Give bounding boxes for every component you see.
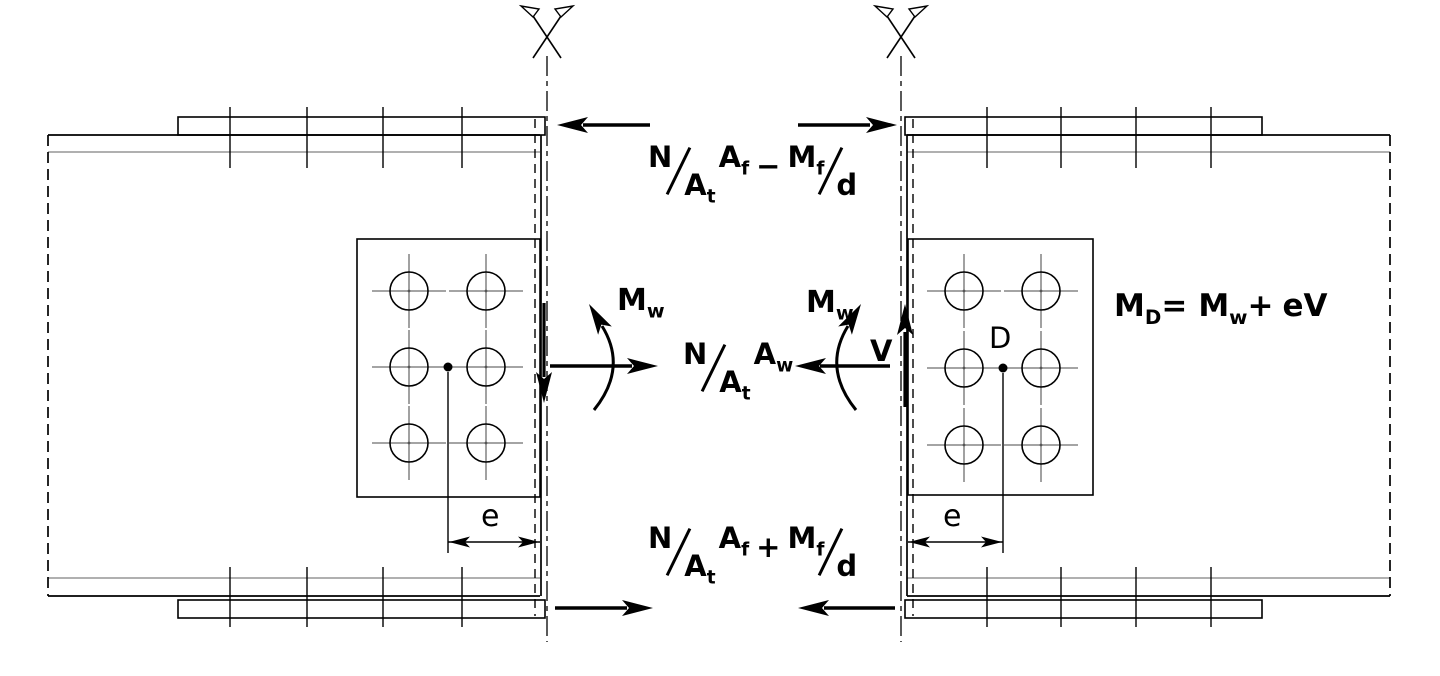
shear-label: V bbox=[870, 334, 893, 368]
denominator: At bbox=[684, 548, 716, 588]
dimension-e-left bbox=[447, 372, 540, 553]
web-force-arrows bbox=[550, 358, 890, 374]
rhs-term-1: Mw+ bbox=[1198, 288, 1274, 329]
bolt-group-left bbox=[371, 253, 524, 481]
moment-arc-right bbox=[835, 299, 868, 411]
numerator: N bbox=[683, 336, 708, 371]
section-break-icon bbox=[518, 4, 576, 59]
eccentricity-label-left: e bbox=[481, 499, 500, 534]
flange-splice-plates bbox=[177, 116, 1263, 619]
rhs-term-2: eV bbox=[1282, 288, 1328, 324]
numerator: N bbox=[648, 139, 673, 174]
centroid-dot-right bbox=[998, 363, 1008, 373]
denominator: At bbox=[684, 167, 716, 207]
flange-top-formula: N At Af − Mf d bbox=[648, 139, 858, 207]
denominator-2: d bbox=[836, 167, 858, 202]
factor: Af bbox=[718, 139, 750, 179]
lhs: MD= bbox=[1114, 288, 1188, 329]
left-centerline bbox=[518, 4, 576, 642]
numerator: N bbox=[648, 520, 673, 555]
moment-label-right: Mw bbox=[806, 285, 854, 325]
centroid-dot-left bbox=[443, 362, 453, 372]
dimension-e-right bbox=[908, 373, 1004, 553]
operator: + bbox=[756, 529, 781, 564]
denominator: At bbox=[719, 364, 751, 404]
shear-arrow-right-up bbox=[897, 304, 913, 407]
numerator-2: Mf bbox=[787, 139, 825, 179]
flange-force-arrows-bottom bbox=[555, 600, 895, 616]
flange-bottom-formula: N At Af + Mf d bbox=[648, 520, 858, 588]
left-beam bbox=[47, 119, 542, 616]
web-formula: N At Aw bbox=[683, 336, 794, 404]
moment-arc-left bbox=[582, 299, 615, 411]
flange-force-arrows-top bbox=[557, 117, 897, 133]
web-splice-plate-right bbox=[907, 238, 1094, 496]
right-centerline bbox=[872, 4, 930, 642]
section-break-icon bbox=[872, 4, 930, 59]
operator: − bbox=[756, 148, 781, 183]
factor: Aw bbox=[753, 336, 794, 376]
eccentricity-label-right: e bbox=[943, 499, 962, 534]
denominator-2: d bbox=[836, 548, 858, 583]
eccentric-moment-formula: MD=Mw+eV bbox=[1114, 288, 1328, 329]
flange-bolt-ticks bbox=[229, 107, 1212, 627]
numerator-2: Mf bbox=[787, 520, 825, 560]
centroid-point-label: D bbox=[989, 321, 1012, 355]
factor: Af bbox=[718, 520, 750, 560]
bolt-group-right bbox=[926, 253, 1079, 483]
shear-arrow-left-down bbox=[536, 303, 552, 403]
moment-label-left: Mw bbox=[617, 283, 665, 323]
